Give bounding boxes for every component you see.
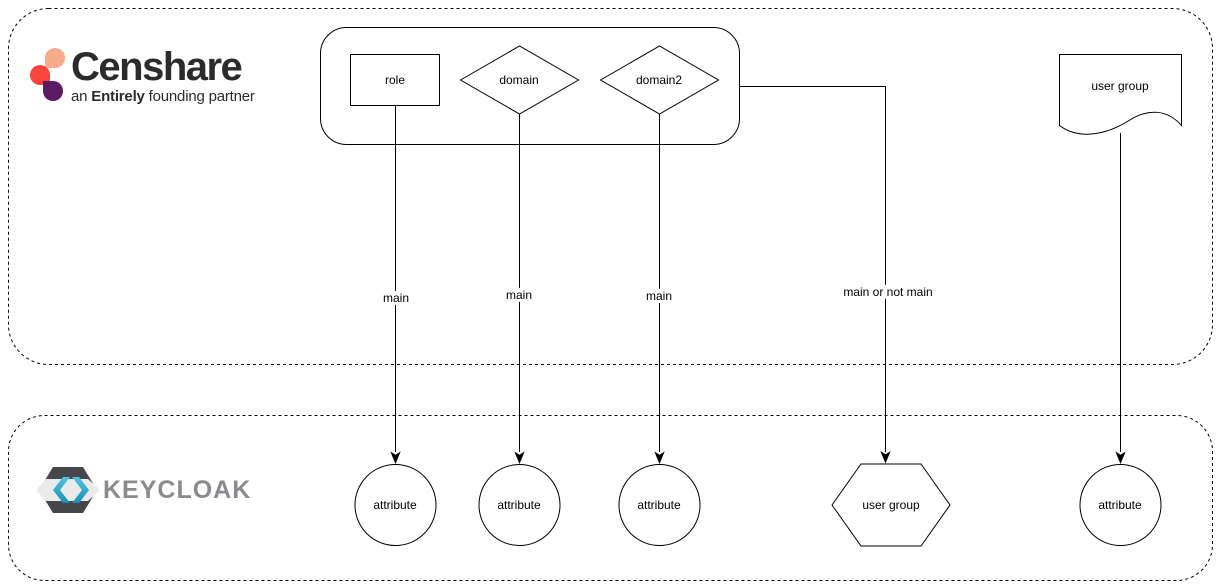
keycloak-wordmark: KEYCLOAK bbox=[103, 475, 252, 504]
censhare-logo: Censhare an Entirely founding partner bbox=[30, 45, 255, 105]
censhare-logo-text: Censhare an Entirely founding partner bbox=[71, 45, 255, 105]
edge-container-usergroup-arrowhead-icon bbox=[880, 451, 891, 464]
edge-label-main-2: main bbox=[503, 287, 535, 303]
censhare-tagline-bold: Entirely bbox=[91, 88, 145, 105]
node-attribute3-label: attribute bbox=[637, 497, 681, 512]
keycloak-logo: KEYCLOAK bbox=[36, 466, 251, 514]
edge-domain-attribute2-arrowhead-icon bbox=[514, 451, 525, 464]
node-attribute2-label: attribute bbox=[497, 497, 541, 512]
node-attribute3-shape bbox=[618, 464, 701, 546]
censhare-logo-icon bbox=[30, 48, 70, 102]
node-role-shape bbox=[350, 54, 440, 106]
edge-label-main-3: main bbox=[643, 288, 675, 304]
censhare-zone-border bbox=[8, 8, 1213, 365]
node-user-group-source-shape bbox=[1059, 54, 1182, 135]
node-attribute4-shape bbox=[1079, 464, 1162, 546]
censhare-tagline-suffix: founding partner bbox=[144, 88, 255, 105]
edge-container-usergroup bbox=[739, 86, 886, 452]
node-user-group-source-label: user group bbox=[1091, 78, 1149, 93]
node-attribute2-shape bbox=[478, 464, 561, 546]
edge-label-main-1: main bbox=[380, 290, 412, 306]
edge-role-attribute1-arrowhead-icon bbox=[390, 451, 401, 464]
censhare-wordmark: Censhare bbox=[71, 45, 243, 89]
edge-label-main-or-not-main: main or not main bbox=[841, 284, 935, 300]
node-attribute4-label: attribute bbox=[1098, 497, 1142, 512]
edge-domain2-attribute3-arrowhead-icon bbox=[654, 451, 665, 464]
node-attribute1-label: attribute bbox=[373, 497, 417, 512]
edge-usergroup-attribute4-arrowhead-icon bbox=[1115, 451, 1126, 464]
censhare-tagline: an Entirely founding partner bbox=[71, 88, 255, 105]
keycloak-zone-border bbox=[8, 415, 1213, 581]
node-domain-shape bbox=[459, 45, 580, 115]
censhare-petal-purple-icon bbox=[43, 81, 63, 101]
node-domain2-shape bbox=[599, 45, 720, 115]
censhare-petal-red-icon bbox=[30, 65, 50, 85]
node-role-label: role bbox=[384, 72, 406, 87]
node-domain-label: domain bbox=[499, 72, 539, 87]
node-attribute1-shape bbox=[354, 464, 437, 546]
censhare-petal-peach-icon bbox=[45, 48, 65, 68]
censhare-tagline-prefix: an bbox=[71, 88, 92, 105]
node-domain2-label: domain2 bbox=[635, 72, 683, 87]
node-user-group-target-shape bbox=[831, 463, 951, 547]
node-user-group-target-label: user group bbox=[862, 497, 920, 512]
keycloak-hexagon-icon bbox=[36, 467, 100, 513]
